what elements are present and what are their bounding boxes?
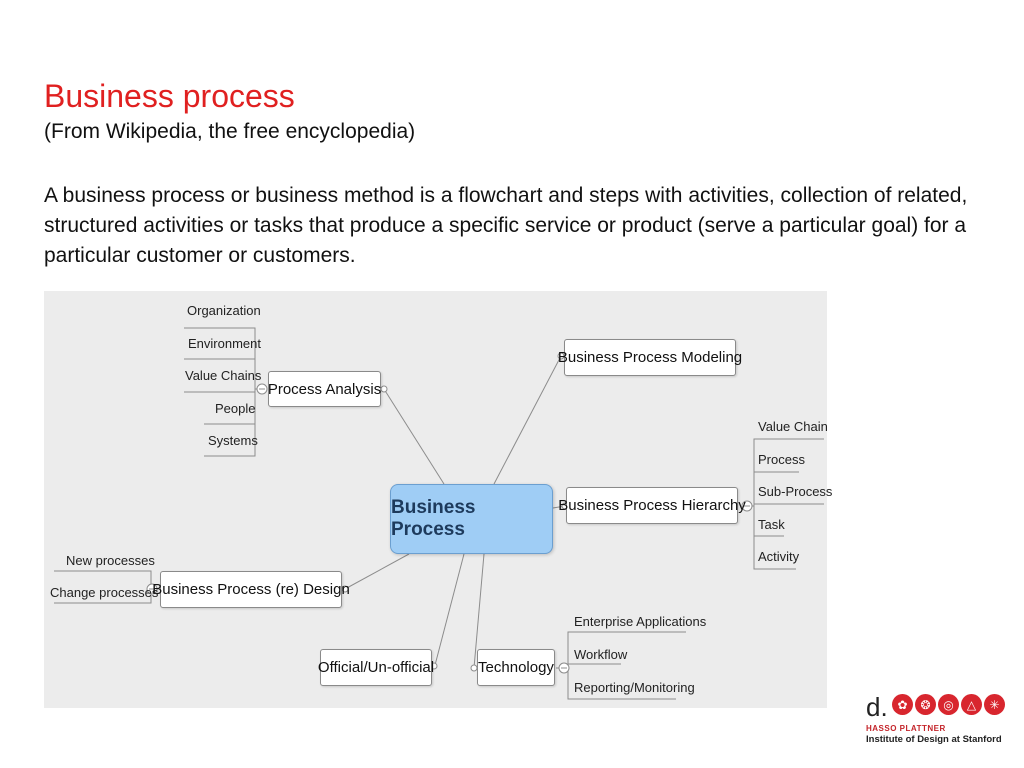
leaf-people[interactable]: People bbox=[215, 401, 256, 416]
slide-title: Business process bbox=[44, 78, 295, 114]
gear-icon: ❂ bbox=[915, 694, 936, 715]
leaf-process[interactable]: Process bbox=[758, 452, 805, 467]
leaf-workflow[interactable]: Workflow bbox=[574, 647, 628, 662]
leaf-organization[interactable]: Organization bbox=[187, 303, 261, 318]
node-official-unofficial[interactable]: Official/Un-official bbox=[318, 649, 434, 686]
anchor-redesign bbox=[341, 585, 349, 593]
connector-technology bbox=[473, 553, 485, 669]
leaf-value-chain[interactable]: Value Chain bbox=[758, 419, 828, 434]
connector-hierarchy-children bbox=[747, 438, 824, 570]
logo-line-2: Institute of Design at Stanford bbox=[866, 734, 1002, 745]
connector-redesign bbox=[344, 553, 410, 590]
triangle-icon: △ bbox=[961, 694, 982, 715]
connector-analysis bbox=[383, 388, 445, 485]
connector-analysis-children bbox=[184, 327, 262, 457]
anchor-analysis bbox=[380, 385, 388, 393]
leaf-environment[interactable]: Environment bbox=[188, 336, 261, 351]
leaf-new-processes[interactable]: New processes bbox=[66, 553, 155, 568]
logo-line-1: HASSO PLATTNER bbox=[866, 724, 946, 733]
leaf-systems[interactable]: Systems bbox=[208, 433, 258, 448]
flower-icon: ✿ bbox=[892, 694, 913, 715]
node-technology[interactable]: Technology bbox=[477, 649, 555, 686]
central-node[interactable]: Business Process bbox=[390, 484, 553, 554]
connector-official bbox=[433, 553, 465, 670]
leaf-sub-process[interactable]: Sub-Process bbox=[758, 484, 833, 499]
node-business-process-modeling[interactable]: Business Process Modeling bbox=[558, 339, 742, 376]
leaf-task[interactable]: Task bbox=[758, 517, 785, 532]
leaf-change-processes[interactable]: Change processes bbox=[50, 585, 159, 600]
mind-map-diagram: Business Process Process Analysis Busine… bbox=[44, 291, 832, 708]
connector-modeling bbox=[493, 355, 562, 485]
target-icon: ◎ bbox=[938, 694, 959, 715]
leaf-value-chains[interactable]: Value Chains bbox=[185, 368, 262, 383]
mind-map-connectors bbox=[54, 327, 824, 700]
logo-circles: ✿ ❂ ◎ △ ✳ bbox=[892, 694, 1005, 715]
node-business-process-redesign[interactable]: Business Process (re) Design bbox=[152, 571, 350, 608]
node-process-analysis[interactable]: Process Analysis bbox=[268, 371, 381, 407]
slide-subtitle: (From Wikipedia, the free encyclopedia) bbox=[44, 120, 416, 143]
dschool-logo: d. ✿ ❂ ◎ △ ✳ HASSO PLATTNER Institute of… bbox=[866, 692, 1016, 752]
leaf-reporting-monitoring[interactable]: Reporting/Monitoring bbox=[574, 680, 695, 695]
leaf-enterprise-applications[interactable]: Enterprise Applications bbox=[574, 614, 707, 629]
logo-mark: d. bbox=[866, 692, 888, 722]
leaf-activity[interactable]: Activity bbox=[758, 549, 800, 564]
asterisk-icon: ✳ bbox=[984, 694, 1005, 715]
slide-body: A business process or business method is… bbox=[44, 184, 968, 267]
node-business-process-hierarchy[interactable]: Business Process Hierarchy bbox=[558, 487, 746, 524]
